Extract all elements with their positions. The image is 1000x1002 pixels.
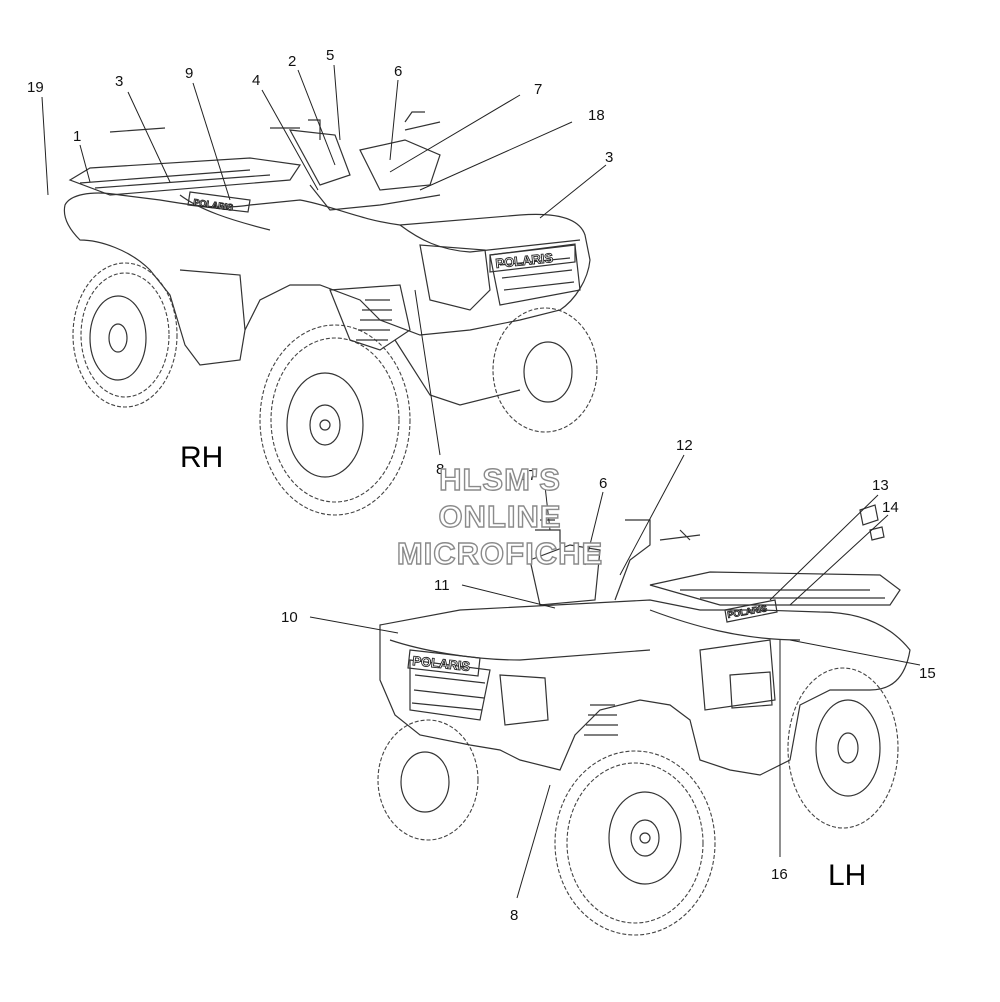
rh-rear-rack [68,127,302,196]
watermark-line-2: ONLINE [438,499,561,534]
lh-decal-13-14 [859,504,885,541]
rh-front-brand-logo: POLARIS [495,250,554,271]
lh-front-shock [584,704,618,736]
rh-side-brand-logo: POLARIS [193,197,234,212]
callout-8-rh: 8 [436,461,444,478]
callout-8-lh: 8 [510,907,518,924]
watermark-line-1: HLSM'S [439,462,561,497]
callout-6-lh: 6 [599,475,607,492]
callout-12: 12 [676,437,693,454]
callout-19: 19 [27,79,44,96]
watermark: HLSM'S ONLINE MICROFICHE [396,461,603,571]
callout-9: 9 [185,65,193,82]
lh-front-logo-panel: POLARIS [407,649,481,677]
callout-7: 7 [534,81,542,98]
callout-2: 2 [288,53,296,70]
lh-side-label: LH [828,859,866,892]
callout-numbers-rh: 19 3 1 9 4 2 5 6 7 18 3 8 [27,47,613,478]
callout-3: 3 [115,73,123,90]
lh-handlebars [529,519,701,606]
callout-13: 13 [872,477,889,494]
leader-lines [41,64,921,899]
lh-front-wheel [554,750,716,936]
atv-left-hand-view: POLARIS POLARIS [377,504,911,936]
rh-side-label: RH [180,441,223,474]
lh-front-brand-logo: POLARIS [412,653,471,674]
rh-rear-wheel [72,262,178,408]
callout-4: 4 [252,72,260,89]
callout-5: 5 [326,47,334,64]
callout-numbers-lh: 17 6 12 13 14 10 11 15 16 8 [281,437,936,924]
callout-1: 1 [73,128,81,145]
lh-side-logo-panel: POLARIS [724,599,778,623]
callout-6: 6 [394,63,402,80]
watermark-line-3: MICROFICHE [397,536,603,571]
callout-15: 15 [919,665,936,682]
callout-10: 10 [281,609,298,626]
rh-front-wheel [259,324,411,516]
callout-14: 14 [882,499,899,516]
lh-far-front-wheel [377,719,479,841]
rh-far-front-wheel [492,307,598,433]
callout-17: 17 [520,467,537,484]
callout-3-front: 3 [605,149,613,166]
rh-side-logo-panel: POLARIS [187,191,251,213]
lh-body [379,599,911,776]
callout-16: 16 [771,866,788,883]
rh-front-shock [356,299,392,341]
lh-rear-wheel [787,667,899,829]
rh-front-logo-panel: POLARIS [489,243,576,273]
atv-right-hand-view: POLARIS POLARIS [63,111,598,516]
callout-18: 18 [588,107,605,124]
lh-rear-rack [649,571,901,606]
callout-11: 11 [434,577,450,594]
rh-handlebars [270,111,441,211]
